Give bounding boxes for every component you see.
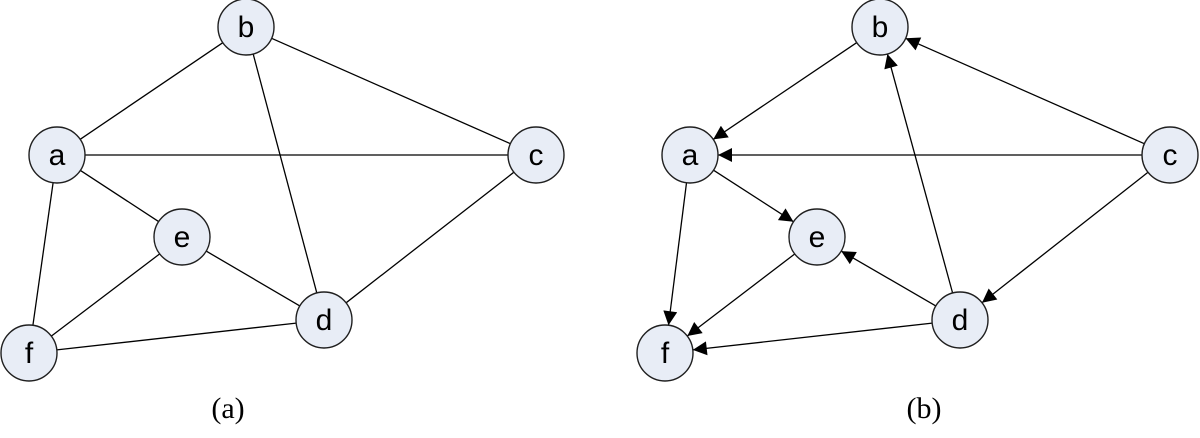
edge-a-e (80, 169, 159, 223)
node-circle-d (931, 291, 989, 349)
node-circle-a (28, 126, 86, 184)
node-a: a (28, 126, 86, 184)
node-circle-e (788, 208, 846, 266)
arrow-c-d (981, 171, 1149, 304)
arrow-d-e (840, 250, 937, 307)
node-f: f (636, 324, 694, 382)
caption-a: (a) (211, 392, 244, 425)
node-circle-b (217, 0, 275, 56)
edge-f-d (56, 322, 297, 351)
arrow-d-b (884, 53, 954, 294)
arrow-d-f (692, 322, 933, 356)
node-circle-f (636, 324, 694, 382)
arrow-a-e (713, 169, 794, 223)
node-e: e (153, 208, 211, 266)
node-e: e (788, 208, 846, 266)
node-circle-a (661, 126, 719, 184)
node-label-d: d (316, 304, 333, 337)
edge-c-d (345, 171, 515, 304)
node-circle-c (507, 126, 565, 184)
graph-b-directed: a b c d e f (636, 0, 1199, 382)
node-label-c: c (529, 139, 544, 172)
node-label-a: a (49, 139, 66, 172)
node-d: d (295, 291, 353, 349)
node-c: c (1141, 126, 1199, 184)
edge-a-f (32, 182, 54, 326)
edge-e-f (50, 253, 161, 337)
node-b: b (851, 0, 909, 56)
node-label-f: f (25, 337, 34, 370)
node-label-e: e (809, 221, 826, 254)
node-a: a (661, 126, 719, 184)
node-b: b (217, 0, 275, 56)
edge-a-b (79, 42, 224, 140)
arrow-b-a (712, 42, 858, 140)
node-c: c (507, 126, 565, 184)
arrow-a-f (663, 182, 688, 326)
node-d: d (931, 291, 989, 349)
node-label-f: f (661, 337, 670, 370)
graph-a-undirected: a b c d e f (0, 0, 565, 382)
edge-b-c (271, 37, 511, 145)
arrow-e-f (686, 253, 796, 337)
node-circle-c (1141, 126, 1199, 184)
node-circle-f (0, 324, 58, 382)
node-label-b: b (238, 11, 255, 44)
node-circle-b (851, 0, 909, 56)
node-label-d: d (952, 304, 969, 337)
node-label-b: b (872, 11, 889, 44)
node-circle-d (295, 291, 353, 349)
arrow-c-b (905, 37, 1145, 145)
node-label-c: c (1163, 139, 1178, 172)
node-f: f (0, 324, 58, 382)
caption-b: (b) (907, 392, 942, 425)
node-label-e: e (174, 221, 191, 254)
node-label-a: a (682, 139, 699, 172)
node-circle-e (153, 208, 211, 266)
edge-b-d (252, 53, 318, 294)
edge-e-d (205, 250, 301, 307)
